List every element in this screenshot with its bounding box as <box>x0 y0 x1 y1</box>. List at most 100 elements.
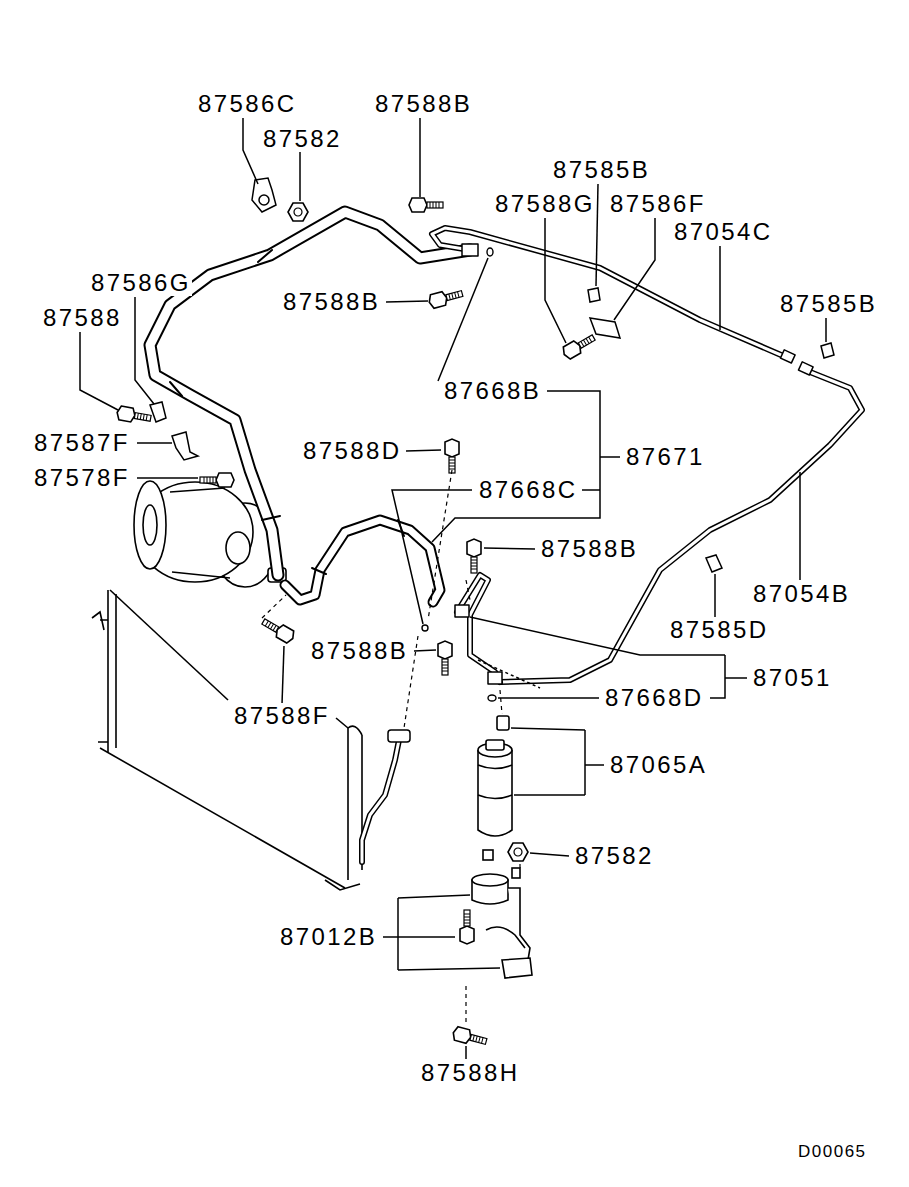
leader-line <box>545 218 566 343</box>
leader-line <box>419 118 421 197</box>
callout-number: 87585D <box>669 617 769 643</box>
alignment-line <box>262 595 286 618</box>
leader-line <box>135 297 154 404</box>
callout-number: 87585B <box>779 291 878 317</box>
condenser <box>107 590 109 752</box>
drier-bracket <box>483 850 493 860</box>
clip <box>588 288 600 302</box>
leader-line <box>243 118 258 184</box>
bolt <box>409 198 443 212</box>
clip <box>706 555 722 572</box>
leader-line <box>498 697 599 699</box>
figure-code: D00065 <box>797 1142 868 1161</box>
liquid-pipe <box>455 605 469 617</box>
leader-line <box>392 490 472 624</box>
condenser <box>336 718 348 728</box>
callout-number: 87668D <box>604 685 704 711</box>
leader-line <box>398 968 500 970</box>
leader-line <box>465 1046 467 1059</box>
drier-bracket <box>508 888 530 962</box>
clip <box>821 343 834 358</box>
compressor <box>134 481 166 569</box>
callout-number: 87588 <box>42 305 123 331</box>
discharge-hose <box>285 520 440 602</box>
liquid-pipe <box>432 228 788 358</box>
leader-line <box>383 936 398 938</box>
receiver-drier <box>486 740 504 750</box>
condenser <box>92 612 104 630</box>
callout-number: 87587F <box>33 430 131 456</box>
drier-bracket <box>472 875 508 904</box>
callout-number: 87585B <box>552 157 651 183</box>
leader-line <box>710 655 725 698</box>
suction-hose <box>150 212 470 575</box>
alignment-line <box>428 470 452 620</box>
discharge-hose <box>285 520 440 602</box>
nut <box>508 843 528 861</box>
liquid-pipe <box>432 228 788 358</box>
bolt <box>467 539 481 573</box>
o-ring <box>422 248 496 701</box>
liquid-pipe <box>362 228 862 862</box>
leader-line <box>799 472 801 580</box>
leader-line <box>80 118 826 1059</box>
drier-bracket <box>502 958 532 978</box>
o-ring <box>488 695 496 701</box>
leader-line <box>596 184 598 286</box>
liquid-pipe <box>388 730 410 742</box>
leader-line <box>585 764 604 766</box>
liquid-pipe <box>798 362 813 375</box>
suction-hose <box>150 212 470 575</box>
callout-number: 87578F <box>33 465 131 491</box>
compressor <box>226 532 250 564</box>
clip <box>150 178 834 572</box>
bolt <box>260 615 296 644</box>
callout-number: 87588B <box>310 638 409 664</box>
liquid-pipe <box>780 350 795 363</box>
condenser <box>110 590 228 700</box>
bolt <box>116 406 152 426</box>
condenser <box>100 748 345 888</box>
alignment-line <box>519 864 520 870</box>
callout-number: 87668C <box>478 477 578 503</box>
leader-line <box>398 895 470 898</box>
bolt <box>445 439 459 473</box>
bolt <box>561 331 597 360</box>
suction-hose <box>150 212 470 575</box>
callout-number: 87588B <box>282 289 381 315</box>
bolt <box>116 198 597 1048</box>
bolt <box>451 1026 487 1048</box>
drier-bracket <box>486 927 525 948</box>
leader-line <box>414 650 436 651</box>
clip <box>590 318 620 338</box>
compressor <box>170 488 230 578</box>
leader-line <box>714 574 716 617</box>
discharge-hose <box>312 520 404 574</box>
liquid-pipe <box>457 575 500 682</box>
leader-line <box>584 730 586 795</box>
alignment-line <box>465 985 466 1022</box>
callout-number: 87671 <box>625 444 706 470</box>
receiver-drier <box>478 765 512 799</box>
drier-bracket <box>472 874 508 886</box>
condenser <box>348 726 362 735</box>
callout-number: 87054C <box>673 219 773 245</box>
compressor <box>143 505 157 545</box>
leader-line <box>406 450 441 451</box>
leader-line <box>719 246 721 330</box>
bolt <box>438 641 452 675</box>
alignment-line <box>262 470 520 1022</box>
leader-line <box>825 318 827 342</box>
callout-number: 87065A <box>609 752 708 778</box>
leader-line <box>282 646 284 704</box>
clip <box>252 178 276 212</box>
callout-number: 87668B <box>443 378 542 404</box>
leader-line <box>514 794 585 796</box>
liquid-pipe <box>362 735 400 862</box>
bolt <box>427 287 463 309</box>
callout-number: 87582 <box>574 843 655 869</box>
clip <box>259 195 269 205</box>
callout-number: 87586F <box>609 191 707 217</box>
leader-line <box>438 258 488 381</box>
